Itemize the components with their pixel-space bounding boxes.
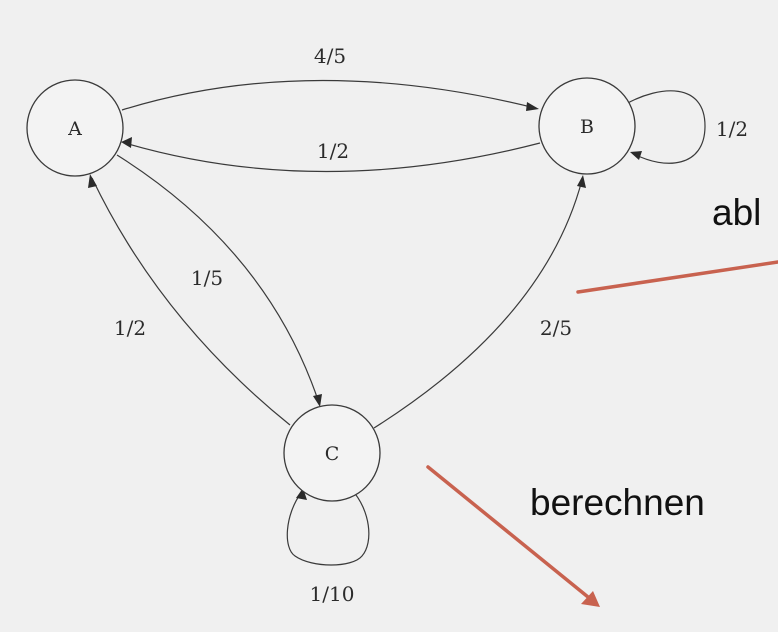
edge-label-c-to-a: 1/2	[114, 316, 146, 340]
arrowhead-c-to-a	[88, 174, 97, 188]
edge-label-a-to-c: 1/5	[191, 266, 223, 290]
annotation-arrow-lower	[426, 465, 590, 599]
node-a-label: A	[67, 118, 82, 140]
node-c-label: C	[325, 443, 340, 465]
edge-a-to-c	[116, 154, 320, 404]
arrowhead-c-to-b	[577, 175, 586, 188]
node-a	[26, 79, 124, 177]
node-b	[538, 77, 636, 175]
edge-b-self-loop	[625, 90, 706, 164]
arrowhead-c-self-loop	[296, 488, 307, 500]
edge-a-to-b	[121, 79, 536, 111]
edge-b-to-a	[124, 142, 541, 173]
edge-c-self-loop	[286, 489, 370, 566]
edge-label-b-to-a: 1/2	[317, 139, 349, 163]
annotation-arrowhead-lower	[581, 591, 600, 607]
edge-label-a-to-b: 4/5	[314, 44, 346, 68]
node-c	[283, 404, 381, 502]
annotation-text-berechnen: berechnen	[530, 482, 705, 523]
edge-label-c-to-b: 2/5	[540, 316, 572, 340]
edge-c-to-a	[91, 177, 291, 426]
arrowhead-b-self-loop	[630, 151, 642, 160]
arrowhead-b-to-a	[121, 137, 132, 148]
annotation-arrow-upper	[576, 260, 778, 294]
annotation-text-partial: abl	[712, 192, 761, 233]
edge-label-c-self-loop: 1/10	[310, 582, 355, 606]
node-b-label: B	[580, 116, 594, 138]
arrowhead-a-to-b	[526, 102, 539, 111]
arrowhead-a-to-c	[313, 394, 322, 407]
edge-label-b-self-loop: 1/2	[716, 117, 748, 141]
edge-c-to-b	[373, 179, 583, 429]
